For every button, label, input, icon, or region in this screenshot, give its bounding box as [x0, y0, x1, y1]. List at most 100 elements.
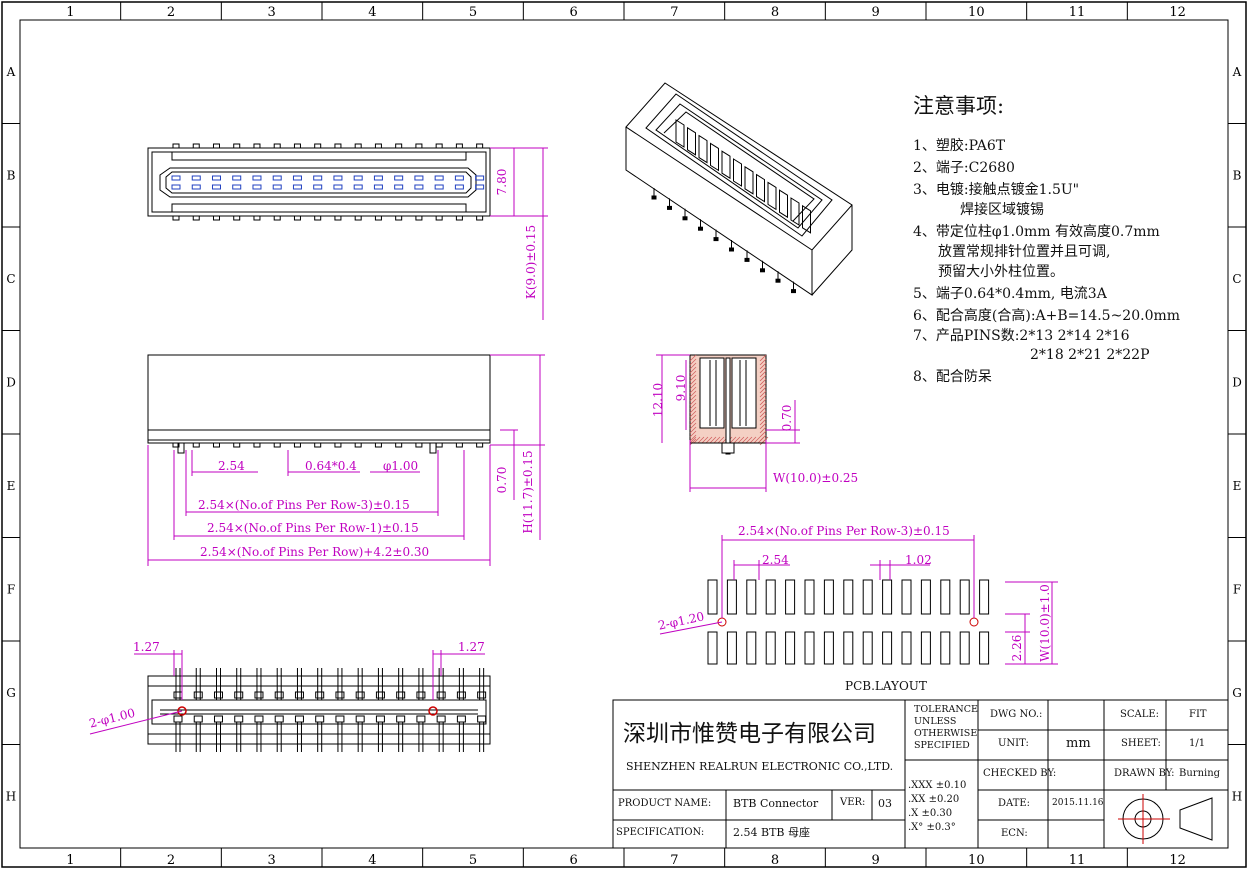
grid-column-label: 5: [469, 5, 477, 20]
version-value: 03: [878, 797, 892, 810]
pcb-caption: PCB.LAYOUT: [845, 679, 927, 693]
grid-column-label: 7: [670, 853, 678, 868]
isometric-pins: [651, 188, 796, 294]
front-view-pin: [476, 442, 484, 448]
pcb-pad: [823, 631, 834, 665]
pcb-pad: [862, 631, 873, 665]
front-view-post: [177, 442, 185, 454]
note-line: 1、塑胶:PA6T: [913, 138, 1006, 154]
front-view-pin: [273, 442, 281, 448]
top-view-pin-tip: [253, 215, 261, 221]
hatch-line: [689, 414, 697, 422]
drawn-by-value: Burning: [1179, 768, 1221, 779]
bottom-view-pin-head: [416, 691, 426, 699]
checked-by-label: CHECKED BY:: [983, 768, 1057, 779]
hatch-line: [759, 394, 767, 402]
grid-column-label: 11: [1069, 5, 1086, 20]
isometric-pin-tip: [698, 226, 703, 231]
dim-side-h1: 12.10: [651, 382, 665, 418]
hatch-line: [689, 406, 697, 414]
top-view-contact: [171, 175, 181, 181]
front-view-pins: [172, 442, 484, 454]
pcb-pad: [920, 631, 931, 665]
pcb-pad: [901, 631, 912, 665]
hatch-line: [689, 394, 697, 402]
top-view-contact: [394, 175, 404, 181]
bottom-view-pin-head: [436, 691, 446, 699]
dim-standoff: 0.70: [495, 466, 509, 494]
hatch-line: [705, 436, 713, 444]
hatch-line: [759, 370, 767, 378]
pcb-pad: [920, 579, 931, 615]
dim-side-h2: 9.10: [674, 374, 688, 402]
specification-value: 2.54 BTB 母座: [733, 826, 810, 839]
grid-column-label: 6: [570, 5, 578, 20]
hatch-line: [689, 374, 697, 382]
top-view-contact: [353, 175, 363, 181]
dim-pitch: 2.54: [218, 459, 245, 473]
front-view-pin: [415, 442, 423, 448]
hatch-line: [741, 436, 749, 444]
hatch-line: [749, 436, 757, 444]
hatch-line: [689, 358, 697, 366]
top-view-pin-tip: [172, 143, 180, 149]
pcb-pad: [765, 631, 776, 665]
front-view-pin: [172, 442, 180, 448]
grid-row-label: D: [1232, 375, 1242, 389]
top-view-pin-tip: [476, 215, 484, 221]
hatch-line: [689, 434, 697, 442]
isometric-pin-tip: [713, 237, 719, 242]
top-view-pin-tip: [374, 215, 382, 221]
dim-overall: 2.54×(No.of Pins Per Row)+4.2±0.30: [200, 545, 430, 559]
top-view-contact: [353, 184, 363, 190]
bottom-view-pin-head: [335, 691, 345, 699]
company-name-cn: 深圳市惟赞电子有限公司: [623, 721, 876, 747]
top-view-contact: [454, 175, 464, 181]
hatch-line: [709, 436, 717, 444]
hatch-line: [689, 390, 697, 398]
bottom-view-pin-head: [213, 691, 223, 699]
bottom-view-pin-head: [375, 691, 385, 699]
top-view-pin-tip: [212, 143, 220, 149]
grid-column-label: 8: [771, 853, 779, 868]
isometric-slot: [802, 204, 811, 234]
top-view-contact: [211, 184, 221, 190]
front-view-pin: [374, 442, 382, 448]
bottom-view-pin-head: [173, 715, 183, 723]
top-view-contact: [454, 184, 464, 190]
pcb-dim-top: 2.54×(No.of Pins Per Row-3)±0.15: [738, 524, 950, 538]
unit-label: UNIT:: [998, 738, 1029, 749]
top-view-contact: [272, 175, 282, 181]
grid-row-label: G: [1232, 686, 1242, 700]
hatch-line: [757, 436, 765, 444]
hatch-line: [759, 382, 767, 390]
top-view-pin-tip: [435, 143, 443, 149]
front-view-pin: [354, 442, 362, 448]
isometric-slot: [698, 134, 708, 164]
top-view-contact: [191, 175, 201, 181]
hatch-line: [737, 436, 745, 444]
isometric-pin-tip: [791, 289, 796, 294]
grid-row-label: B: [7, 168, 16, 182]
top-view-pin-tip: [374, 143, 382, 149]
dwg-no-label: DWG NO.:: [990, 709, 1043, 720]
grid-column-label: 12: [1169, 5, 1186, 20]
isometric-pin-tip: [667, 205, 672, 210]
front-view-pin: [395, 442, 403, 448]
pcb-pad: [843, 631, 854, 665]
hatch-line: [759, 426, 767, 434]
top-view-ticks: [172, 143, 484, 221]
top-view-contact: [414, 184, 424, 190]
top-view-pin-tip: [314, 143, 322, 149]
pcb-pads: [707, 579, 990, 665]
hatch-line: [759, 402, 767, 410]
hatch-line: [745, 436, 753, 444]
grid-column-label: 11: [1069, 853, 1086, 868]
bottom-post-right: [428, 706, 438, 716]
pcb-dim-pitch: 2.54: [762, 553, 789, 567]
top-view-contact: [434, 175, 444, 181]
grid-row-label: E: [7, 479, 16, 493]
bottom-view-pin-head: [173, 691, 183, 699]
dimension-lines: [89, 147, 1058, 735]
top-view-pin-tip: [354, 143, 362, 149]
